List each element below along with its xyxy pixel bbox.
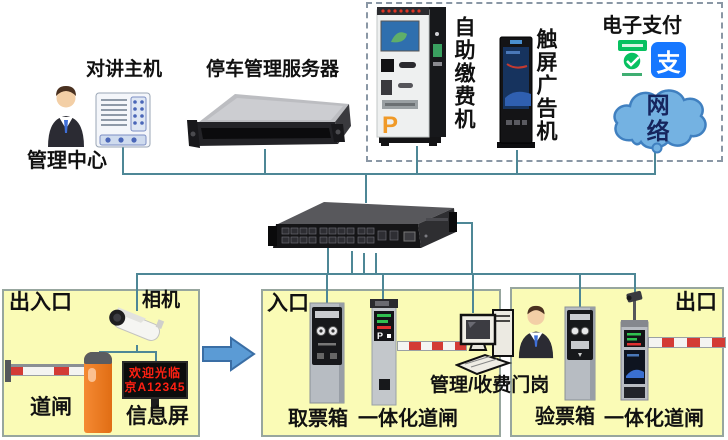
exit-barrier-label: 一体化道闸 [604,408,704,430]
intercom-device [95,92,151,148]
operator-person-icon [48,86,84,147]
kiosk-p-mark: P [382,112,398,139]
entrance-title: 入口 [267,292,309,315]
entrance-barrier-label: 一体化道闸 [358,408,458,430]
barrier-arm [7,364,85,376]
connector-line [136,275,138,311]
ticket-validator [564,306,596,401]
ticket-dispenser-label: 取票箱 [288,408,348,430]
ticket-validator-label: 验票箱 [535,406,595,428]
connector-line [155,351,157,362]
entrance-exit-title: 出入口 [9,291,72,314]
ad-machine [497,36,535,148]
info-screen-line1: 欢迎光临 [128,366,181,380]
info-screen-stand [151,399,159,408]
flow-arrow-icon [202,336,256,372]
booth-label: 管理/收费门岗 [430,375,550,396]
network-switch [268,202,457,248]
connector-line [416,146,418,174]
exit-barrier-post [620,290,649,401]
booth-person-icon [518,305,554,359]
connector-line [99,351,157,353]
connector-line [264,149,266,174]
parking-server [187,94,351,148]
network-label: 网络 [643,93,670,145]
connector-line [136,345,138,353]
payment-kiosk: P [376,7,446,146]
connector-line [654,150,656,174]
barrier-post [84,352,112,433]
barrier-label: 道闸 [30,396,72,419]
integrated-barrier-arm [397,341,467,351]
epay-label: 电子支付 [602,15,682,37]
info-screen: 欢迎光临 京A12345 [122,361,188,399]
server-label: 停车管理服务器 [206,59,340,80]
wechat-pay-icon [618,40,647,76]
intercom-label: 对讲主机 [86,59,163,80]
lpr-camera [109,307,165,341]
connector-line [327,245,329,273]
integrated-barrier-post: P [370,299,398,406]
exit-barrier-arm [648,337,726,348]
ad-machine-label: 触屏广告机 [534,28,558,143]
connector-line [122,147,124,174]
connector-line [382,275,384,299]
ticket-dispenser [309,302,345,404]
alipay-glyph: 支 [656,49,681,77]
exit-title: 出口 [675,291,717,314]
connector-line [579,275,581,308]
connector-line [351,251,353,273]
barrier-p-mark: P [377,331,383,341]
connector-line [471,222,473,273]
connector-line [472,275,474,313]
connector-line [452,222,473,224]
connector-line [363,253,365,273]
management-center-label: 管理中心 [27,150,107,172]
info-screen-line2: 京A12345 [124,380,186,394]
booth-computer [455,309,514,376]
camera-label: 相机 [142,290,181,311]
connector-line [365,175,367,203]
connector-line [326,275,328,303]
connector-line [136,273,636,275]
connector-line [375,253,377,273]
connector-line [634,275,636,292]
network-cloud [613,89,707,154]
info-screen-label: 信息屏 [126,405,189,428]
payment-kiosk-label: 自助缴费机 [452,16,476,131]
exit-zone [510,287,724,437]
alipay-icon: 支 [651,42,686,78]
barrier-bracket [5,360,11,382]
connector-line [122,173,656,175]
connector-line [516,150,518,174]
